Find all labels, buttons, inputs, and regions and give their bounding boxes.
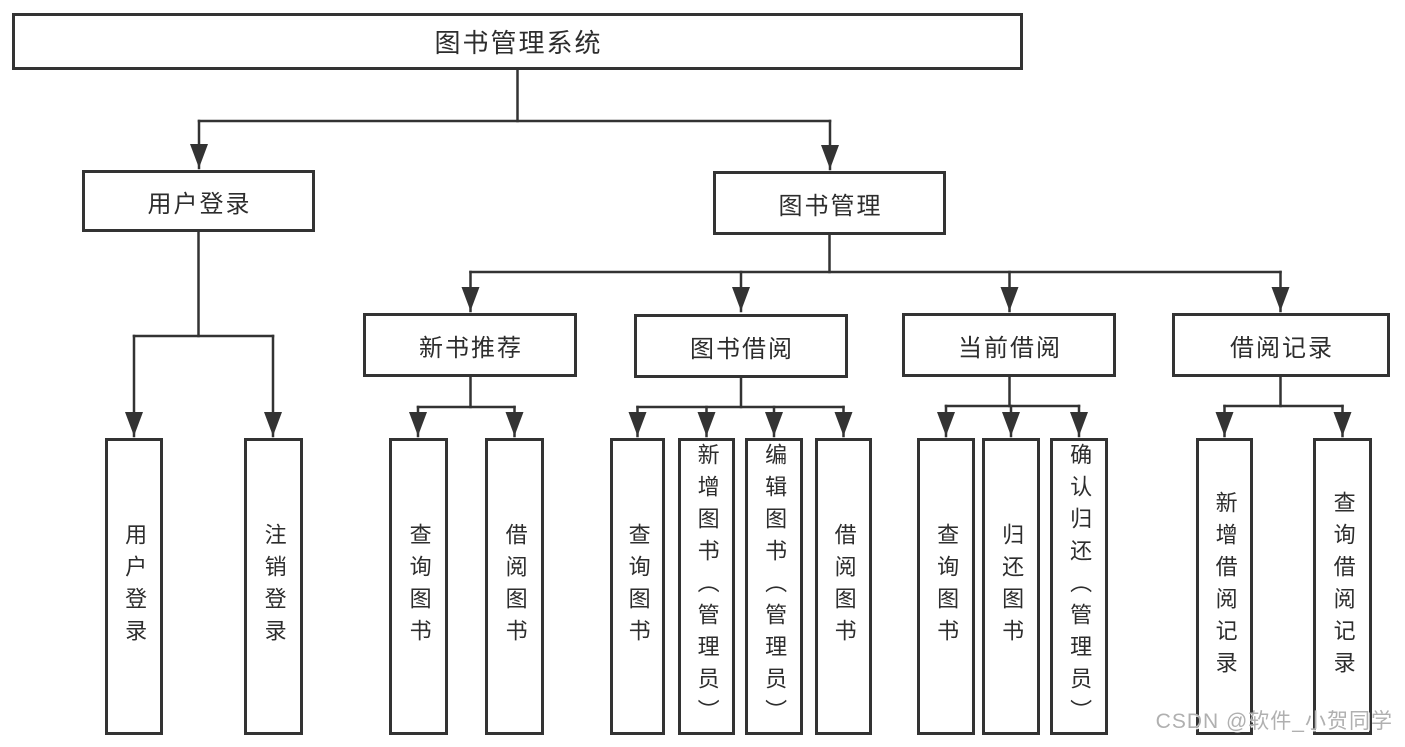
node-user-login: 用户登录 bbox=[82, 170, 315, 232]
node-leaf-borrow-query-label: 查询图书 bbox=[625, 522, 651, 651]
connector-new-books bbox=[409, 375, 524, 438]
node-leaf-current-confirm-admin-label: 确认归还（管理员） bbox=[1067, 442, 1093, 731]
node-leaf-borrow-edit-admin: 编辑图书（管理员） bbox=[745, 438, 803, 735]
node-book-borrow-label: 图书借阅 bbox=[690, 335, 794, 363]
node-leaf-records-add: 新增借阅记录 bbox=[1196, 438, 1253, 735]
node-leaf-records-query-label: 查询借阅记录 bbox=[1330, 490, 1356, 683]
node-leaf-borrow-add-admin: 新增图书（管理员） bbox=[678, 438, 735, 735]
connector-book-borrow bbox=[628, 376, 853, 438]
node-leaf-current-return-label: 归还图书 bbox=[999, 522, 1025, 651]
node-leaf-logout: 注销登录 bbox=[244, 438, 303, 735]
connector-root bbox=[190, 68, 839, 171]
node-leaf-logout-label: 注销登录 bbox=[261, 522, 287, 651]
node-borrow-records-label: 借阅记录 bbox=[1230, 334, 1334, 362]
node-book-mgmt: 图书管理 bbox=[713, 171, 946, 235]
connector-current-borrow bbox=[937, 375, 1088, 438]
connector-user-login bbox=[125, 230, 282, 438]
node-leaf-user-login-label: 用户登录 bbox=[122, 522, 148, 651]
watermark: CSDN @软件_小贺同学 bbox=[1155, 710, 1393, 733]
connector-book-mgmt bbox=[461, 233, 1290, 313]
node-book-mgmt-label: 图书管理 bbox=[778, 192, 883, 220]
node-leaf-borrow-borrow: 借阅图书 bbox=[815, 438, 872, 735]
node-leaf-current-confirm-admin: 确认归还（管理员） bbox=[1050, 438, 1108, 735]
node-leaf-newbooks-borrow: 借阅图书 bbox=[485, 438, 544, 735]
node-book-borrow: 图书借阅 bbox=[634, 314, 848, 378]
node-new-books: 新书推荐 bbox=[363, 313, 577, 377]
node-leaf-newbooks-borrow-label: 借阅图书 bbox=[502, 522, 528, 651]
node-user-login-label: 用户登录 bbox=[147, 190, 252, 218]
node-leaf-current-return: 归还图书 bbox=[982, 438, 1040, 735]
node-leaf-records-add-label: 新增借阅记录 bbox=[1212, 490, 1238, 683]
node-leaf-borrow-query: 查询图书 bbox=[610, 438, 665, 735]
node-new-books-label: 新书推荐 bbox=[419, 334, 523, 362]
node-leaf-newbooks-query-label: 查询图书 bbox=[406, 522, 432, 651]
node-current-borrow: 当前借阅 bbox=[902, 313, 1116, 377]
node-leaf-records-query: 查询借阅记录 bbox=[1313, 438, 1372, 735]
connector-borrow-records bbox=[1215, 375, 1352, 438]
node-current-borrow-label: 当前借阅 bbox=[958, 334, 1062, 362]
node-leaf-current-query-label: 查询图书 bbox=[934, 522, 960, 651]
node-leaf-current-query: 查询图书 bbox=[917, 438, 975, 735]
node-leaf-user-login: 用户登录 bbox=[105, 438, 163, 735]
node-root-label: 图书管理系统 bbox=[434, 28, 603, 58]
node-leaf-borrow-edit-admin-label: 编辑图书（管理员） bbox=[762, 442, 788, 731]
node-root: 图书管理系统 bbox=[12, 13, 1023, 70]
node-borrow-records: 借阅记录 bbox=[1172, 313, 1390, 377]
node-leaf-borrow-borrow-label: 借阅图书 bbox=[831, 522, 857, 651]
node-leaf-borrow-add-admin-label: 新增图书（管理员） bbox=[694, 442, 720, 731]
node-leaf-newbooks-query: 查询图书 bbox=[389, 438, 448, 735]
